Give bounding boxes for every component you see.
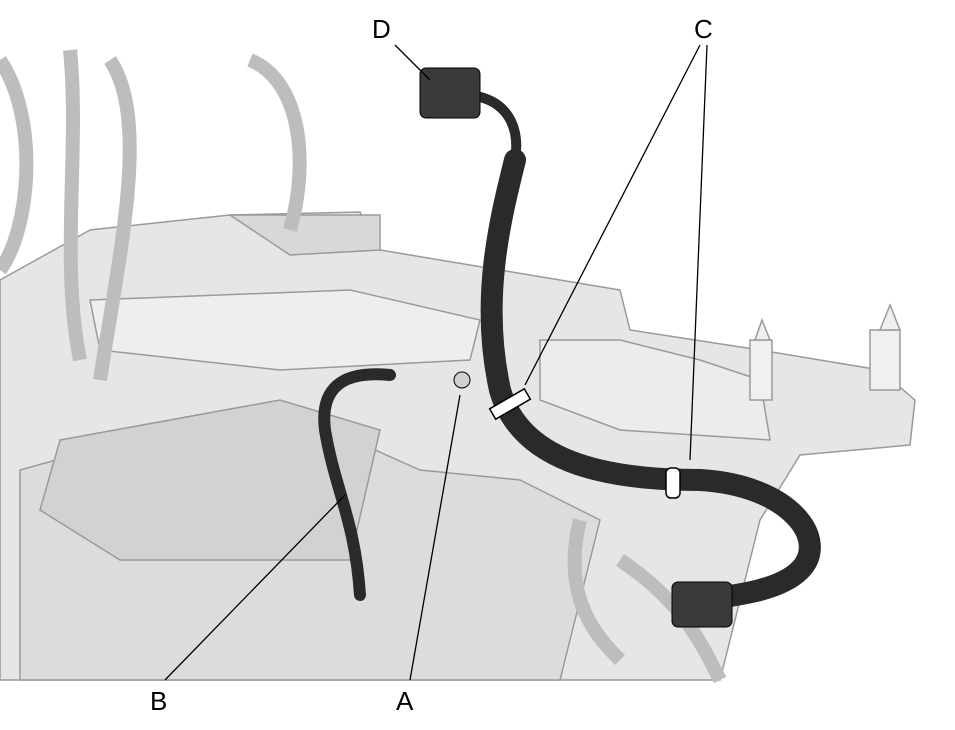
clips-c <box>488 387 681 499</box>
connector-d <box>419 67 481 119</box>
leader-lines <box>164 44 708 681</box>
harness-cable <box>318 90 821 611</box>
connector-lower <box>671 581 733 628</box>
frame-assembly <box>0 211 916 681</box>
bolt-a <box>453 371 471 389</box>
callout-d: D <box>372 14 391 44</box>
callout-b: B <box>150 686 168 716</box>
callout-c: C <box>694 14 713 44</box>
callout-a: A <box>396 686 414 716</box>
